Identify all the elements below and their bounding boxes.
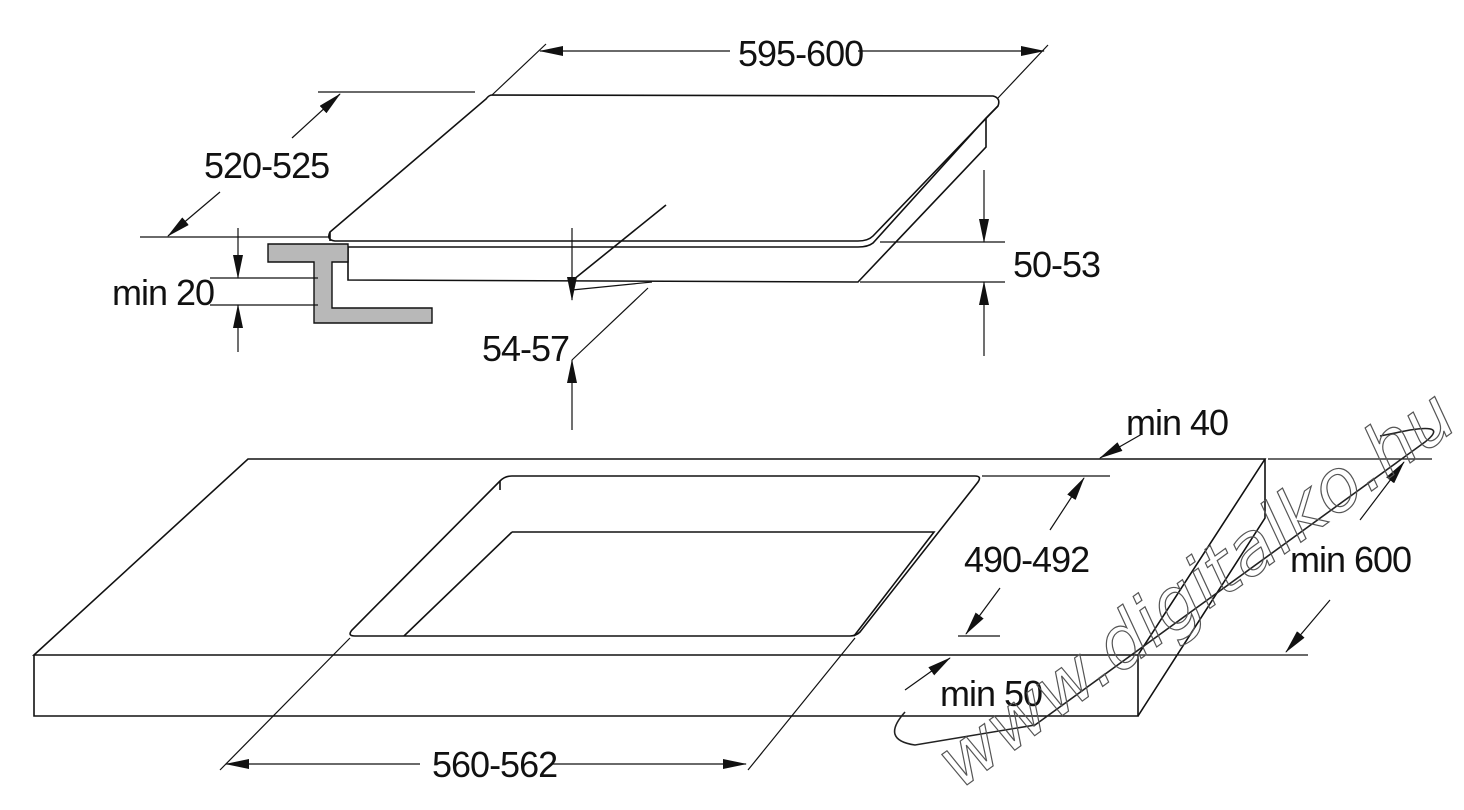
hob-glass-edge [329,105,999,248]
hob-glass-top [328,94,1000,242]
arrow-depth-down [167,191,221,237]
mounting-bracket [267,243,433,324]
arrow-cutdepth-down [965,587,1001,635]
label-min-thickness: min 20 [112,272,214,313]
bracket-shape [267,243,433,324]
arrow-min40 [1099,433,1143,459]
worktop-front-face [33,655,1139,717]
arrow-depth-up [291,93,341,139]
label-min-front-gap: min 50 [940,673,1042,714]
arrow-cutdepth-up [1049,477,1085,531]
hob-depth-guide [572,204,667,281]
label-cutout-width: 560-562 [432,744,557,785]
label-clearance: 54-57 [482,328,569,369]
label-hob-height: 50-53 [1013,244,1100,285]
hob-drawing [328,94,1000,283]
worktop-drawing [31,458,1267,717]
label-hob-depth: 520-525 [204,145,329,186]
hob-body [347,118,987,283]
dimension-lines-bottom [219,433,1432,771]
label-min-rear-gap: min 40 [1126,402,1228,443]
cutout-outer [349,475,981,637]
dimension-lines-top [140,43,1049,430]
watermark-swoosh [893,427,1435,746]
arrow-worktop-down [1285,599,1331,653]
label-cutout-depth: 490-492 [964,539,1089,580]
label-min-worktop-depth: min 600 [1290,539,1411,580]
cutout-inner-edge [403,481,936,637]
arrow-min50 [904,657,951,691]
arrow-worktop-up [1359,461,1405,521]
dimension-labels: 595-600 520-525 50-53 min 20 54-57 min 4… [112,33,1412,785]
label-hob-width: 595-600 [738,33,863,74]
worktop-side-face [1137,459,1266,717]
